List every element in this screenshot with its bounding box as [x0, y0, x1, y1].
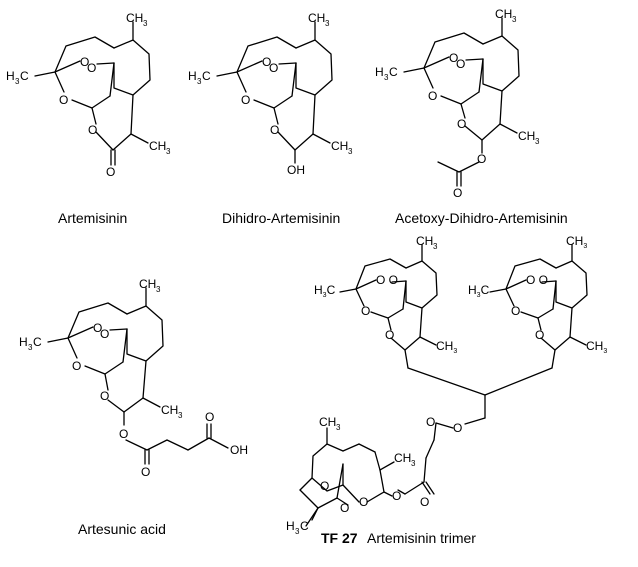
atom-label: H3C	[314, 283, 336, 299]
caption-artesunic-acid: Artesunic acid	[78, 521, 166, 537]
atom-label: O	[359, 495, 368, 509]
caption-acetoxy-dihidro-artemisinin: Acetoxy-Dihidro-Artemisinin	[395, 210, 568, 226]
atom-label: C	[300, 519, 309, 533]
atom-label: O	[87, 61, 96, 75]
caption-tf27-name: Artemisinin trimer	[367, 530, 476, 546]
atom-label: O	[511, 304, 520, 318]
structure-artesunic-acid: H 3 C O O O O O O O OH CH 3 CH 3	[19, 277, 248, 479]
atom-label: H	[188, 69, 197, 83]
caption-tf27: TF 27 Artemisinin trimer	[321, 530, 476, 547]
atom-label: O	[205, 410, 214, 424]
atom-label: CH	[495, 7, 512, 21]
atom-label-subscript: 3	[348, 147, 353, 156]
atom-label: CH	[139, 277, 156, 291]
atom-label: OH	[230, 443, 248, 457]
atom-label: O	[420, 495, 429, 509]
atom-label: H	[6, 69, 15, 83]
atom-label: O	[535, 328, 544, 342]
atom-label: CH	[149, 139, 166, 153]
atom-label: O O	[526, 273, 548, 287]
atom-label-subscript: 3	[166, 147, 171, 156]
atom-label: O	[80, 55, 89, 69]
structure-tf27-trimer: H 3 C CH 3 O O O O O O O CH 3 CH 3 H3C H…	[286, 234, 607, 536]
atom-label: H	[286, 519, 295, 533]
atom-label: O	[385, 328, 394, 342]
structure-dihidro-artemisinin: H 3 C O O O O OH CH 3 CH 3	[188, 11, 353, 177]
atom-label-subscript: 3	[143, 19, 148, 28]
caption-dihidro-artemisinin: Dihidro-Artemisinin	[222, 210, 340, 226]
atom-label: O	[72, 359, 81, 373]
atom-label: O	[262, 55, 271, 69]
atom-label: O	[449, 51, 458, 65]
atom-label: O	[453, 421, 462, 435]
atom-label-subscript: 3	[325, 19, 330, 28]
atom-label-subscript: 3	[512, 15, 517, 24]
atom-label-subscript: 3	[28, 343, 33, 352]
atom-label-subscript: 3	[178, 411, 183, 420]
atom-label: O	[392, 489, 401, 503]
atom-label: H	[375, 65, 384, 79]
atom-label: O	[270, 123, 279, 137]
atom-label: O	[477, 152, 486, 166]
atom-label-subscript: 3	[336, 423, 341, 432]
atom-label: OH	[287, 163, 305, 177]
atom-label: CH3	[436, 339, 457, 355]
atom-label: H	[19, 335, 28, 349]
atom-label: H3C	[468, 283, 490, 299]
structure-artemisinin: H 3 C O O O O O CH 3 CH 3	[6, 11, 171, 179]
atom-label: O	[59, 93, 68, 107]
atom-label-subscript: 3	[156, 285, 161, 294]
atom-label: CH	[416, 234, 433, 248]
atom-label: O	[100, 327, 109, 341]
caption-artemisinin: Artemisinin	[58, 210, 127, 226]
atom-label: CH	[126, 11, 143, 25]
atom-label: O	[361, 304, 370, 318]
atom-label: CH3	[586, 339, 607, 355]
atom-label-subscript: 3	[197, 77, 202, 86]
atom-label-subscript: 3	[15, 77, 20, 86]
caption-tf27-bold: TF 27	[321, 530, 358, 546]
atom-label: CH3	[566, 234, 587, 250]
atom-label: O	[457, 117, 466, 131]
atom-label: C	[202, 69, 211, 83]
atom-label: O	[340, 501, 349, 515]
atom-label: O	[88, 123, 97, 137]
atom-label: O	[106, 165, 115, 179]
atom-label: C	[33, 335, 42, 349]
atom-label: O	[320, 479, 329, 493]
atom-label: CH	[308, 11, 325, 25]
atom-label: O	[269, 61, 278, 75]
atom-label: O	[428, 89, 437, 103]
atom-label: O	[93, 321, 102, 335]
atom-label-subscript: 3	[384, 73, 389, 82]
atom-label-subscript: 3	[295, 527, 300, 536]
atom-label-subscript: 3	[411, 459, 416, 468]
atom-label: CH	[331, 139, 348, 153]
atom-label: O O	[376, 273, 398, 287]
atom-label: CH	[394, 451, 411, 465]
atom-label: O	[100, 389, 109, 403]
atom-label: C	[389, 65, 398, 79]
atom-label: O	[119, 427, 128, 441]
atom-label: CH	[518, 129, 535, 143]
atom-label: O	[456, 57, 465, 71]
atom-label: O	[426, 415, 435, 429]
atom-label: CH	[161, 403, 178, 417]
atom-label: C	[20, 69, 29, 83]
atom-label: O	[141, 465, 150, 479]
atom-label: O	[453, 186, 462, 200]
atom-label: O	[241, 93, 250, 107]
structure-acetoxy-dihidro-artemisinin: H 3 C O O O O O O CH 3 CH 3	[375, 7, 540, 200]
atom-label-subscript: 3	[535, 137, 540, 146]
atom-label-subscript: 3	[433, 242, 438, 251]
atom-label: CH	[319, 415, 336, 429]
